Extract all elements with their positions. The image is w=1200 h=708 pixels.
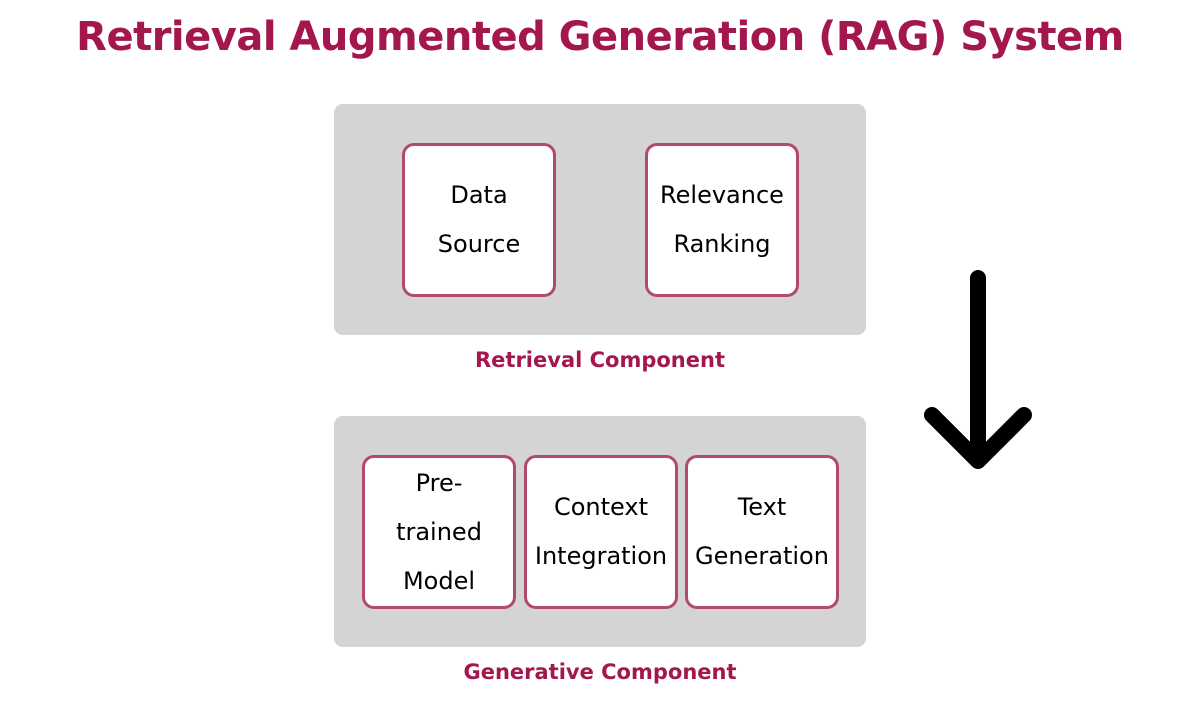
pretrained-model-box: Pre- trained Model	[362, 455, 516, 609]
relevance-ranking-label: Relevance Ranking	[660, 181, 784, 258]
generative-component-caption: Generative Component	[463, 660, 737, 684]
diagram-title: Retrieval Augmented Generation (RAG) Sys…	[76, 14, 1124, 60]
retrieval-component-panel: Data Source Relevance Ranking	[334, 104, 866, 335]
context-integration-label: Context Integration	[534, 493, 668, 570]
text-generation-label: Text Generation	[695, 493, 829, 570]
retrieval-component-caption: Retrieval Component	[475, 348, 725, 372]
arrow-down-icon	[924, 270, 1032, 469]
data-source-box: Data Source	[402, 143, 556, 297]
context-integration-box: Context Integration	[524, 455, 678, 609]
generative-component-panel: Pre- trained Model Context Integration T…	[334, 416, 866, 647]
text-generation-box: Text Generation	[685, 455, 839, 609]
relevance-ranking-box: Relevance Ranking	[645, 143, 799, 297]
pretrained-model-label: Pre- trained Model	[396, 468, 482, 595]
arrow-head	[924, 407, 1032, 469]
data-source-label: Data Source	[437, 181, 521, 258]
